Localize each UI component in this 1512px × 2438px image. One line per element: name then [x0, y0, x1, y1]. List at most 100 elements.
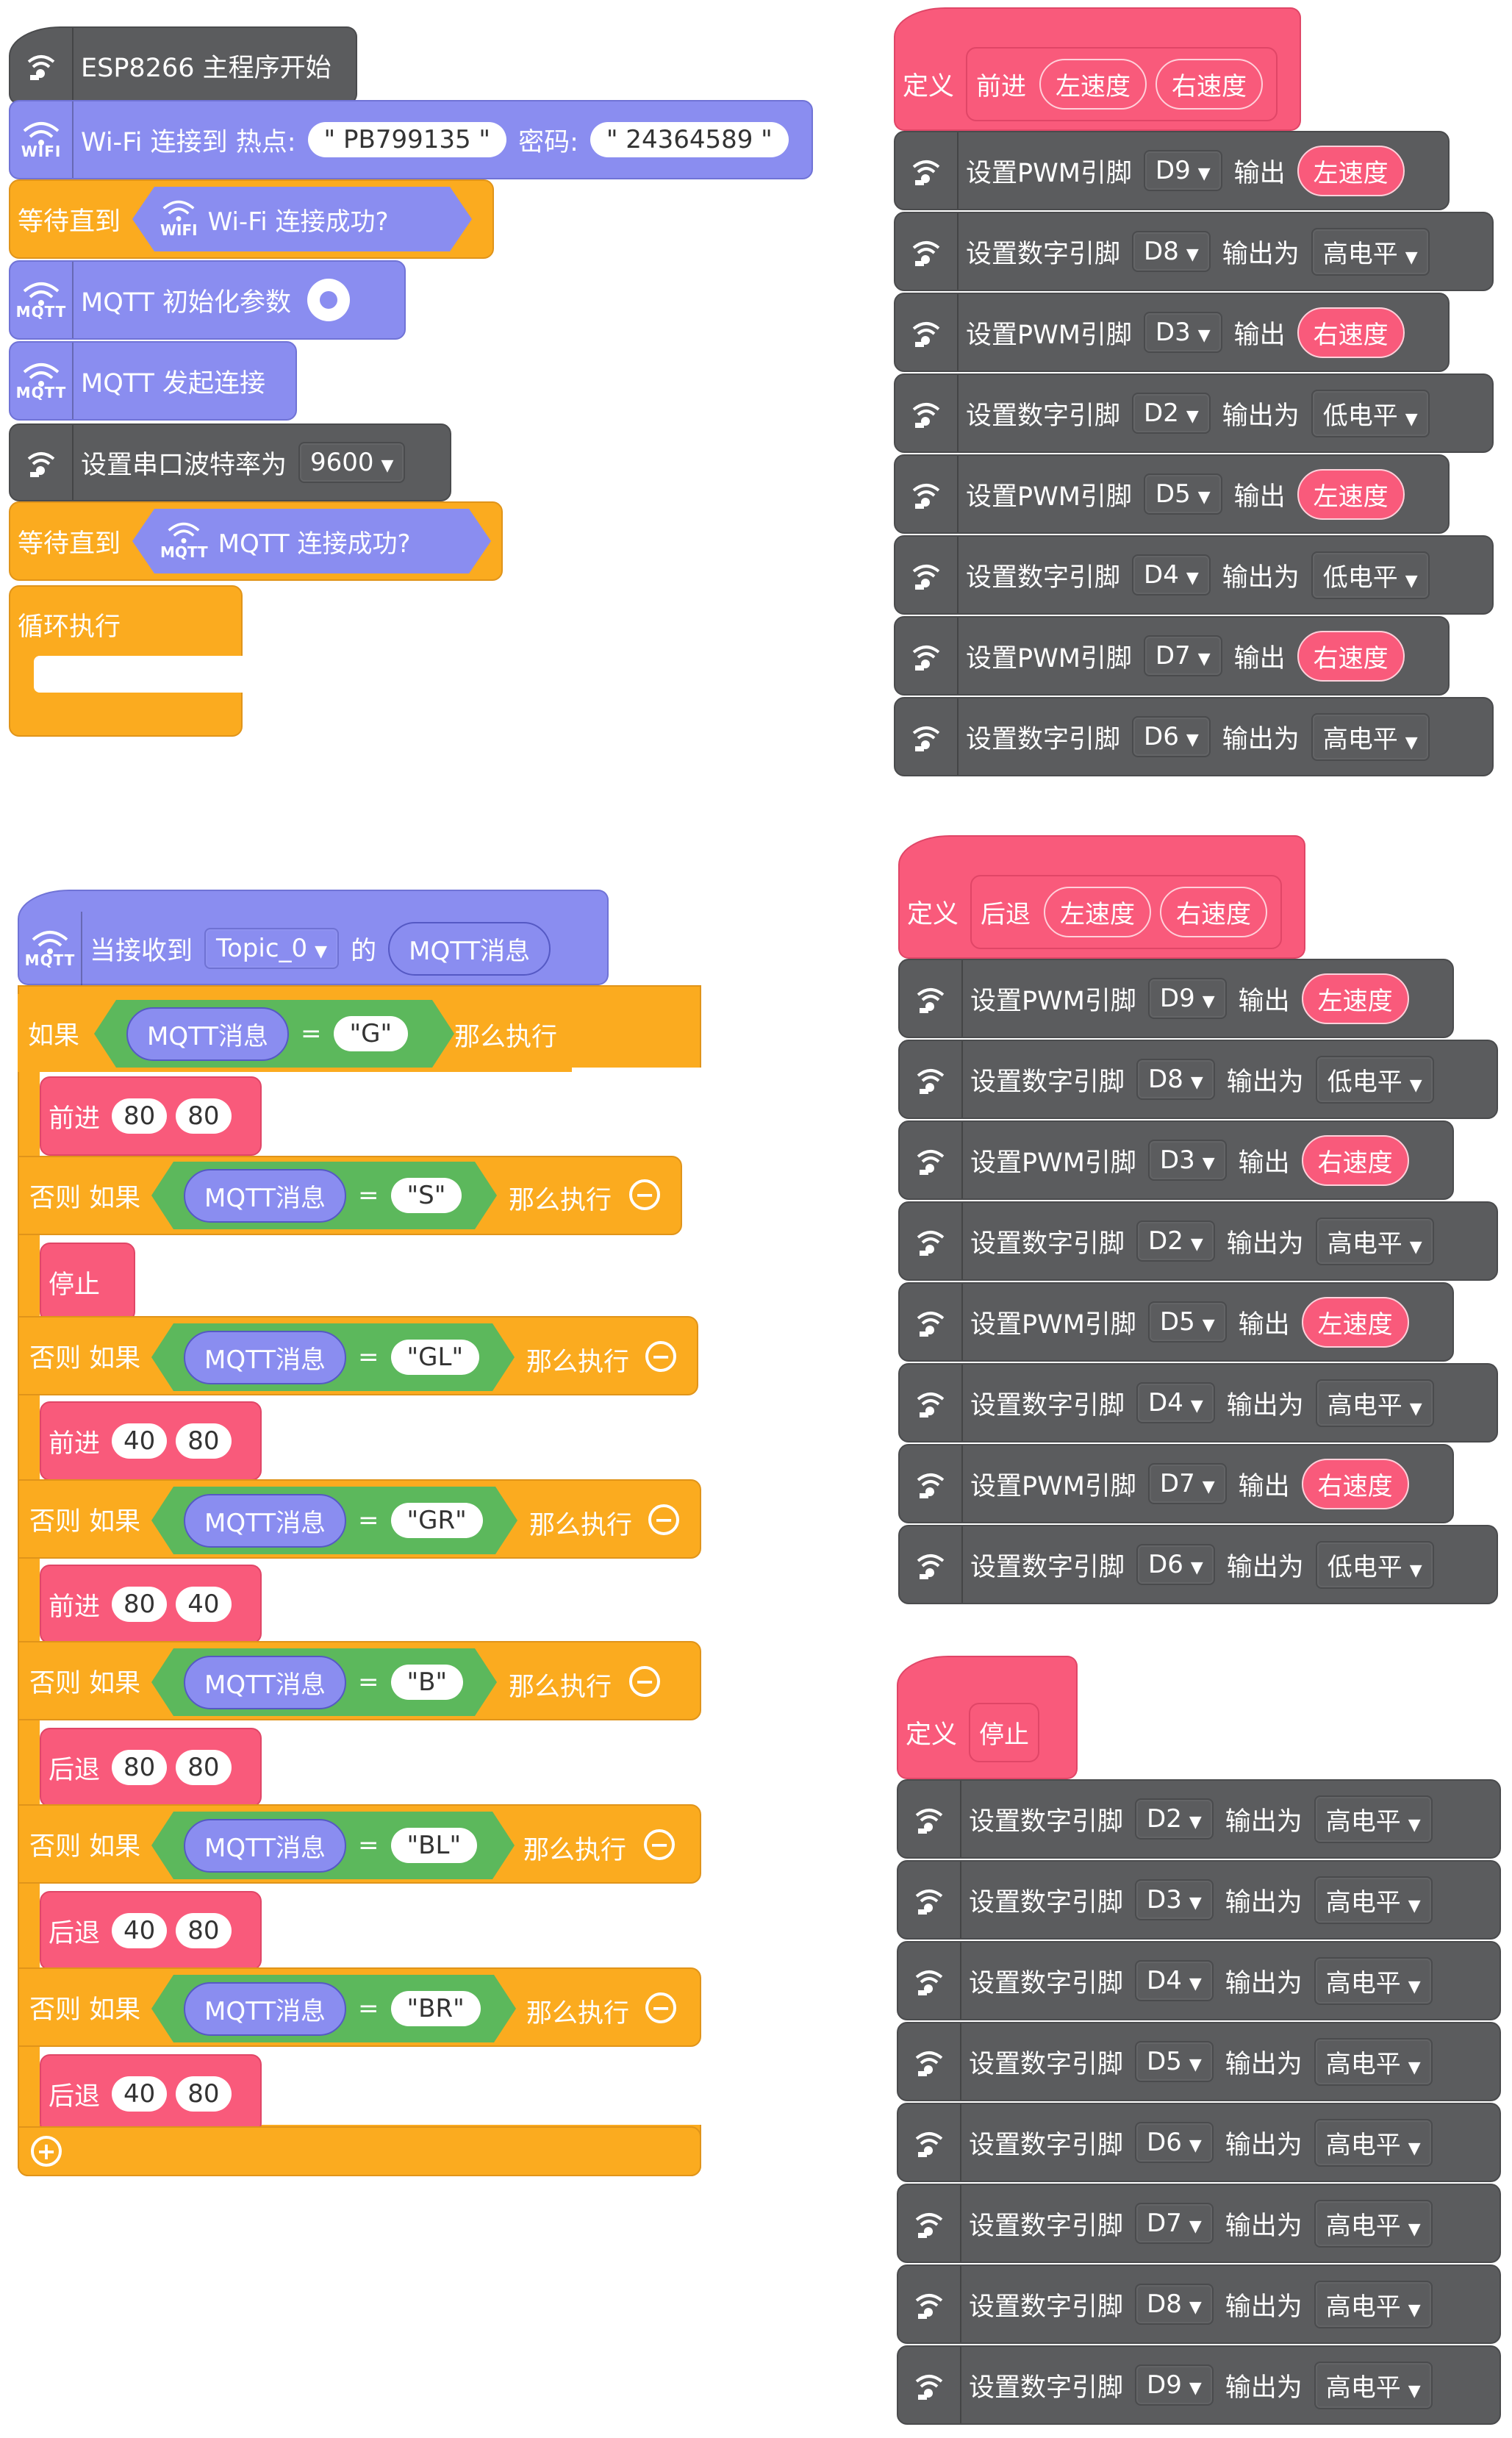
level-dropdown[interactable]: 低电平▼	[1315, 1055, 1434, 1104]
left-speed-input[interactable]: 40	[112, 1423, 168, 1459]
minus-circle-icon[interactable]: −	[629, 1179, 660, 1210]
speed-variable[interactable]: 左速度	[1301, 1296, 1409, 1348]
esp8266-start-block[interactable]: ESP8266 主程序开始	[9, 26, 357, 104]
pin-dropdown[interactable]: D9▼	[1143, 150, 1222, 191]
level-dropdown[interactable]: 高电平▼	[1314, 1956, 1433, 2005]
minus-circle-icon[interactable]: −	[644, 1829, 675, 1860]
right-speed-param[interactable]: 右速度	[1156, 58, 1264, 110]
level-dropdown[interactable]: 低电平▼	[1311, 389, 1430, 437]
left-speed-input[interactable]: 80	[112, 1587, 168, 1622]
level-dropdown[interactable]: 高电平▼	[1314, 2199, 1433, 2248]
ssid-input[interactable]: " PB799135 "	[307, 122, 507, 157]
pin-dropdown[interactable]: D7▼	[1135, 2203, 1214, 2244]
call-backward-block[interactable]: 后退 40 80	[40, 2054, 262, 2134]
right-speed-input[interactable]: 80	[176, 2076, 232, 2112]
call-forward-block[interactable]: 前进 80 40	[40, 1565, 262, 1644]
pin-dropdown[interactable]: D7▼	[1147, 1463, 1227, 1504]
level-dropdown[interactable]: 高电平▼	[1314, 2118, 1433, 2167]
speed-variable[interactable]: 左速度	[1297, 145, 1405, 196]
mqtt-message-variable[interactable]: MQTT消息	[184, 1169, 346, 1223]
pin-dropdown[interactable]: D6▼	[1135, 2122, 1214, 2163]
pin-dropdown[interactable]: D5▼	[1147, 1301, 1227, 1343]
level-dropdown[interactable]: 低电平▼	[1311, 551, 1430, 599]
speed-variable[interactable]: 右速度	[1301, 1458, 1409, 1509]
left-speed-input[interactable]: 40	[112, 2076, 168, 2112]
right-speed-input[interactable]: 80	[176, 1750, 232, 1785]
level-dropdown[interactable]: 高电平▼	[1314, 1876, 1433, 1924]
call-stop-block[interactable]: 停止	[40, 1243, 135, 1322]
mqtt-message-variable[interactable]: MQTT消息	[388, 921, 551, 976]
serial-baud-block[interactable]: 设置串口波特率为 9600▼	[9, 423, 451, 501]
compare-condition[interactable]: MQTT消息 = "BR"	[151, 1975, 516, 2042]
right-speed-input[interactable]: 80	[176, 1913, 232, 1948]
pin-dropdown[interactable]: D5▼	[1143, 473, 1222, 515]
minus-circle-icon[interactable]: −	[645, 1341, 676, 1372]
call-backward-block[interactable]: 后退 80 80	[40, 1728, 262, 1807]
compare-condition[interactable]: MQTT消息 = "B"	[151, 1648, 497, 1716]
compare-value-input[interactable]: "BL"	[391, 1828, 478, 1863]
define-forward-hat[interactable]: 定义前进左速度右速度	[894, 7, 1301, 131]
define-backward-hat[interactable]: 定义后退左速度右速度	[898, 835, 1305, 959]
level-dropdown[interactable]: 高电平▼	[1314, 2037, 1433, 2086]
level-dropdown[interactable]: 高电平▼	[1311, 227, 1430, 276]
mqtt-message-variable[interactable]: MQTT消息	[184, 1494, 346, 1548]
mqtt-message-variable[interactable]: MQTT消息	[184, 1982, 346, 2036]
right-speed-param[interactable]: 右速度	[1160, 886, 1268, 937]
compare-value-input[interactable]: "G"	[334, 1016, 409, 1051]
left-speed-input[interactable]: 40	[112, 1913, 168, 1948]
level-dropdown[interactable]: 高电平▼	[1311, 712, 1430, 761]
password-input[interactable]: " 24364589 "	[590, 122, 789, 157]
speed-variable[interactable]: 右速度	[1297, 307, 1405, 358]
wifi-connect-block[interactable]: WIFI Wi-Fi 连接到 热点: " PB799135 " 密码: " 24…	[9, 100, 813, 179]
wifi-connected-condition[interactable]: WIFI Wi-Fi 连接成功?	[132, 187, 472, 251]
speed-variable[interactable]: 左速度	[1297, 468, 1405, 520]
level-dropdown[interactable]: 高电平▼	[1315, 1379, 1434, 1427]
gear-icon[interactable]	[307, 279, 351, 321]
plus-circle-icon[interactable]: +	[31, 2136, 62, 2167]
level-dropdown[interactable]: 高电平▼	[1314, 1795, 1433, 1843]
compare-condition[interactable]: MQTT消息 = "BL"	[151, 1812, 515, 1879]
compare-value-input[interactable]: "GR"	[391, 1503, 483, 1538]
pin-dropdown[interactable]: D9▼	[1147, 978, 1227, 1019]
compare-condition[interactable]: MQTT消息 = "GL"	[151, 1323, 515, 1391]
pin-dropdown[interactable]: D2▼	[1136, 1220, 1215, 1262]
pin-dropdown[interactable]: D8▼	[1132, 231, 1211, 272]
mqtt-connected-condition[interactable]: MQTT MQTT 连接成功?	[132, 509, 491, 573]
left-speed-input[interactable]: 80	[112, 1098, 168, 1134]
pin-dropdown[interactable]: D3▼	[1143, 312, 1222, 353]
speed-variable[interactable]: 右速度	[1297, 630, 1405, 682]
pin-dropdown[interactable]: D3▼	[1147, 1140, 1227, 1181]
mqtt-message-variable[interactable]: MQTT消息	[126, 1007, 289, 1061]
pin-dropdown[interactable]: D4▼	[1132, 554, 1211, 596]
pin-dropdown[interactable]: D4▼	[1136, 1382, 1215, 1423]
right-speed-input[interactable]: 80	[176, 1098, 232, 1134]
pin-dropdown[interactable]: D8▼	[1135, 2284, 1214, 2325]
compare-condition[interactable]: MQTT消息 = "G"	[94, 1000, 454, 1068]
call-backward-block[interactable]: 后退 40 80	[40, 1891, 262, 1970]
mqtt-message-variable[interactable]: MQTT消息	[184, 1656, 346, 1709]
compare-value-input[interactable]: "BR"	[391, 1991, 481, 2026]
left-speed-param[interactable]: 左速度	[1044, 886, 1152, 937]
call-forward-block[interactable]: 前进 80 80	[40, 1076, 262, 1156]
speed-variable[interactable]: 左速度	[1301, 973, 1409, 1024]
minus-circle-icon[interactable]: −	[645, 1992, 676, 2023]
pin-dropdown[interactable]: D8▼	[1136, 1059, 1215, 1100]
level-dropdown[interactable]: 高电平▼	[1315, 1217, 1434, 1265]
pin-dropdown[interactable]: D9▼	[1135, 2364, 1214, 2406]
pin-dropdown[interactable]: D6▼	[1132, 716, 1211, 757]
pin-dropdown[interactable]: D2▼	[1132, 393, 1211, 434]
compare-condition[interactable]: MQTT消息 = "GR"	[151, 1487, 517, 1554]
